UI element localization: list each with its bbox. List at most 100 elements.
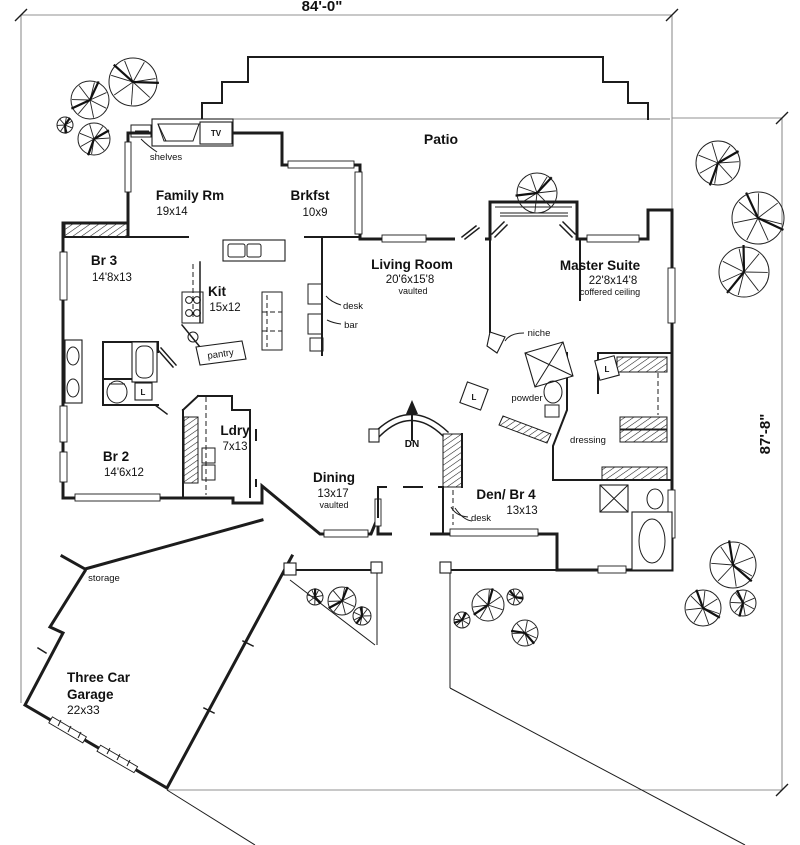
room-size-br2: 14'6x12 [104,467,144,479]
master-linen-closet [594,355,620,381]
powder-room [459,331,620,418]
room-size-den: 13x13 [506,505,537,517]
master-tub [631,511,673,571]
room-note-living: vaulted [398,286,427,296]
tree-icon [306,588,324,606]
den-closet [450,506,473,522]
laundry-fixtures [201,447,216,481]
trees [56,57,785,647]
annotation-desk-kitchen: desk [343,301,363,312]
room-label-family: Family Rm [156,188,224,203]
room-label-kit: Kit [208,284,227,299]
room-size-br3: 14'8x13 [92,272,132,284]
bar-nook [307,313,323,335]
room-label-master: Master Suite [560,258,641,273]
tree-icon [327,586,357,616]
patio-steps [201,56,649,120]
shelves-unit [130,124,152,138]
island [261,291,283,351]
room-label-ldry: Ldry [220,423,250,438]
room-label-garage-line2: Garage [67,687,114,702]
room-note-dining: vaulted [319,500,348,510]
room-size-master: 22'8x14'8 [589,275,638,287]
room-size-ldry: 7x13 [223,441,248,453]
porch-and-walkway [166,561,746,845]
annotation-linen-3: L [605,365,610,374]
tree-icon [515,172,558,214]
room-label-dining: Dining [313,470,355,485]
planter-bay [460,206,577,241]
walkway-edges [166,573,746,845]
room-label-patio: Patio [424,131,458,147]
interior-walls [62,236,673,535]
bath-door [156,346,178,369]
tree-icon [56,116,74,134]
annotation-niche: niche [528,328,551,339]
property-boundary [14,8,789,797]
stairs [368,400,450,443]
annotation-shelves: shelves [150,152,182,163]
room-size-brkfst: 10x9 [303,207,328,219]
tree-icon [731,191,785,245]
linen-closet [134,382,153,401]
tree-icon [471,588,505,622]
room-label-br2: Br 2 [103,449,129,464]
dn-arrow [406,400,418,414]
powder-toilet [543,380,563,404]
room-size-garage: 22x33 [67,703,100,717]
room-label-brkfst: Brkfst [290,188,330,203]
tv-niche [199,121,233,145]
tree-icon [684,589,722,627]
oven-icon [187,331,199,343]
room-note-master: coffered ceiling [580,287,640,297]
annotation-pantry: pantry [207,347,235,362]
patio-door [460,224,481,241]
desk-bar-leaders [325,295,342,325]
annotation-dressing: dressing [570,435,606,446]
pantry-cabinet [195,340,247,366]
tree-icon [70,80,110,120]
range [181,291,204,324]
tree-icon [695,140,741,186]
hall-bathroom-fixtures [64,339,178,416]
tree-icon [718,244,770,298]
niche-detail [486,331,506,354]
annotation-bar: bar [344,320,358,331]
tree-icon [510,619,539,647]
annotation-powder: powder [511,393,542,404]
tree-icon [506,588,524,606]
room-label-garage-line1: Three Car [67,670,131,685]
desk-nook [307,283,323,305]
annotation-dn: DN [405,439,419,450]
tree-icon [108,57,159,107]
toilet [106,380,128,404]
garage-walls [23,518,295,791]
closet-hatching [64,223,668,525]
annotation-linen-1: L [141,388,146,397]
room-label-den: Den/ Br 4 [476,487,536,502]
tree-icon [352,606,372,626]
tree-icon [77,122,111,156]
hall-linen-closet [459,381,489,411]
labels: 84'-0" 87'-8" Patio Family Rm 19x14 Brkf… [67,0,774,717]
stair-arch [371,413,450,440]
tree-icon [709,540,757,589]
annotation-storage: storage [88,573,120,584]
niche-leader [504,332,525,342]
annotation-tv: TV [211,129,222,138]
patio-area [201,56,670,120]
powder-sink [544,404,560,418]
dimension-width-label: 84'-0" [302,0,343,15]
shelves-leader [140,138,158,153]
sink-bowl-right [246,243,262,258]
vanity [64,339,83,404]
annotation-linen-2: L [472,393,477,402]
master-bath-fixtures [599,484,673,571]
room-size-family: 19x14 [156,206,188,218]
den-desk-leader [450,506,469,518]
washer [201,447,216,464]
room-label-br3: Br 3 [91,253,118,268]
dryer [201,464,216,481]
